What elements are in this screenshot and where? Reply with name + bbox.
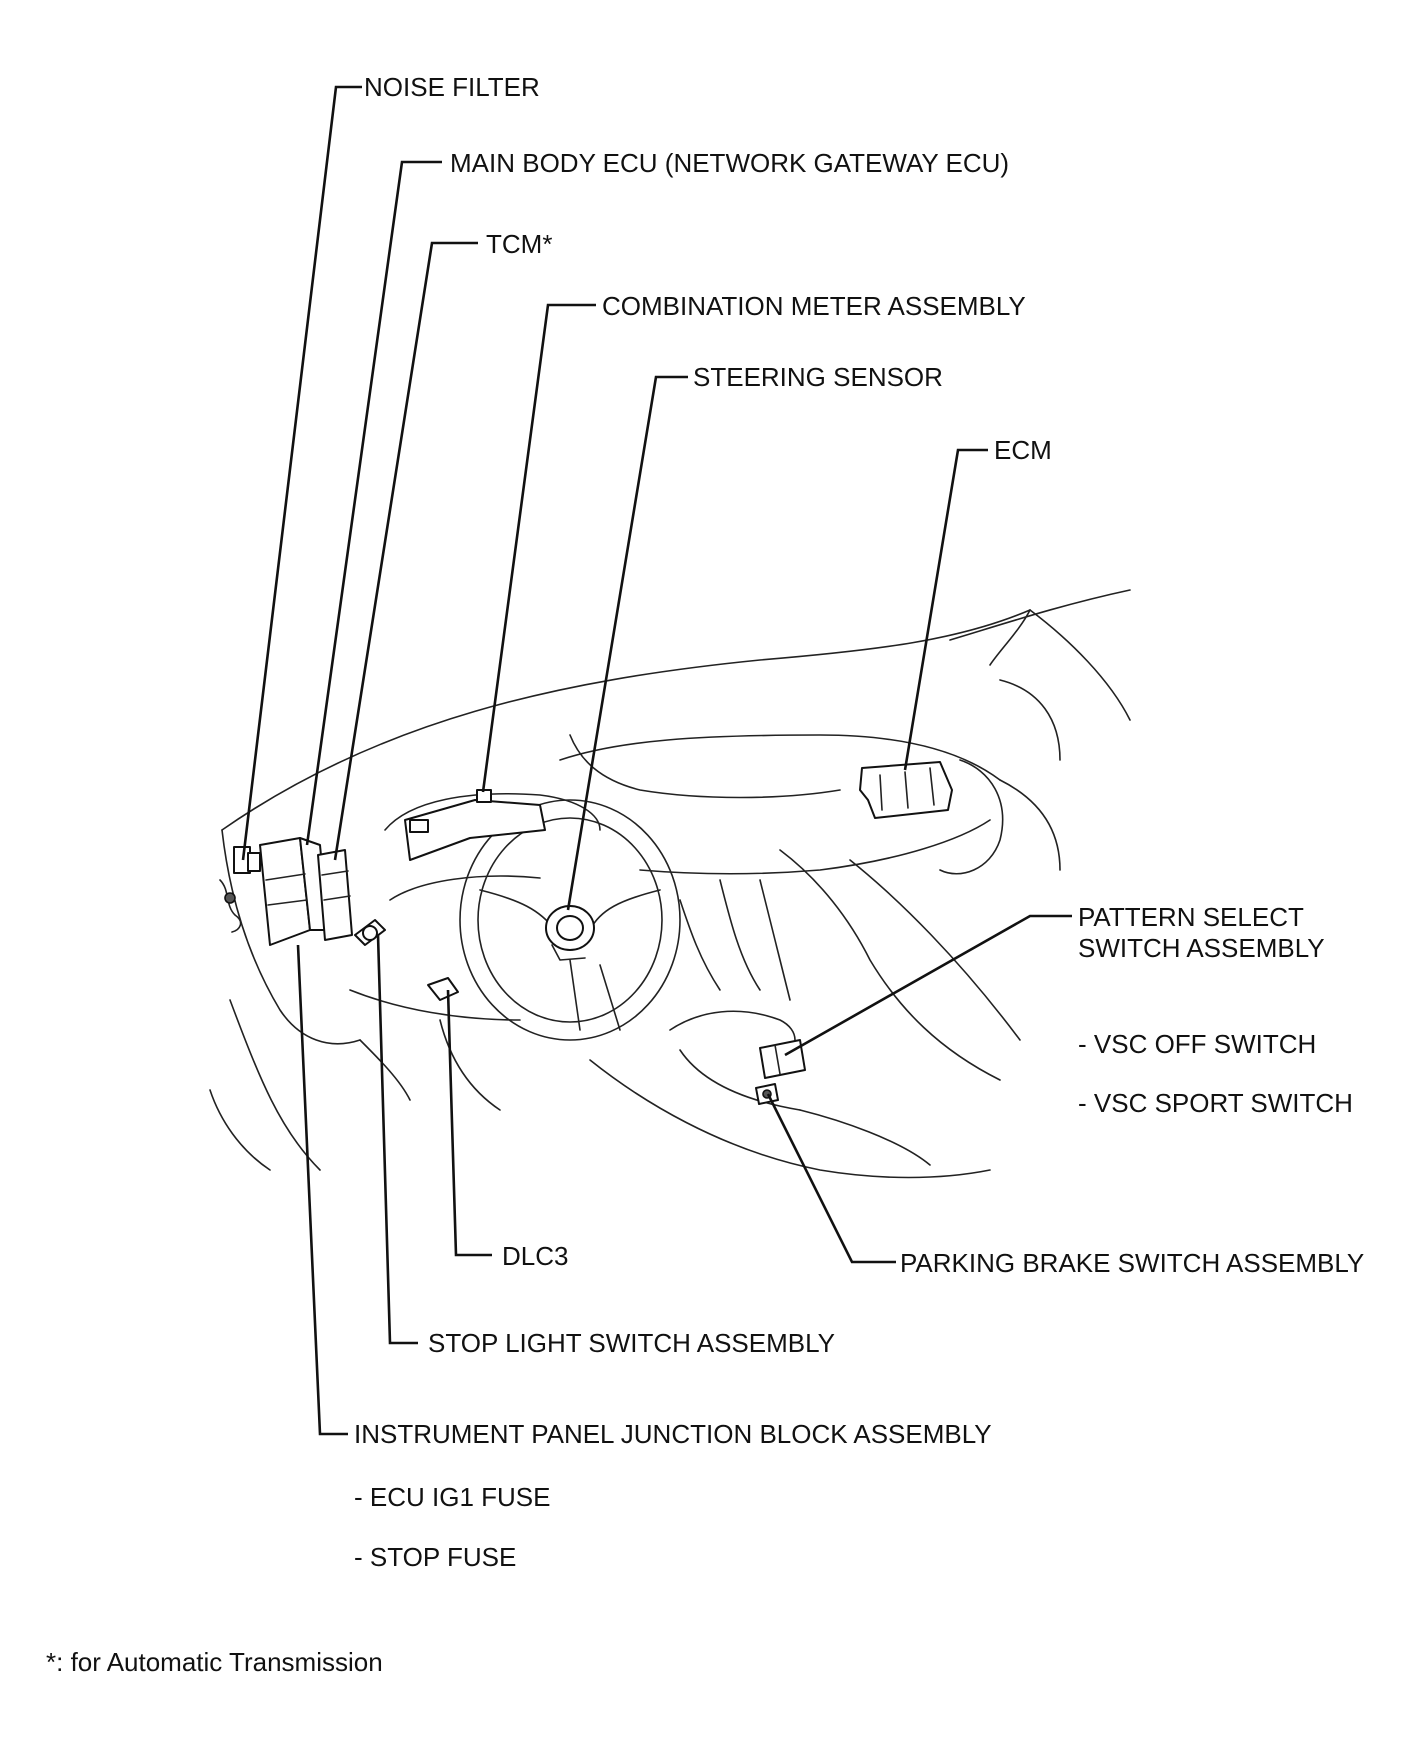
noise-filter-part	[219, 846, 261, 933]
leader-combination-meter	[481, 303, 596, 793]
label-noise-filter: NOISE FILTER	[364, 72, 540, 102]
parking-brake-switch-part	[755, 1083, 779, 1105]
label-main-body-ecu: MAIN BODY ECU (NETWORK GATEWAY ECU)	[450, 148, 1009, 178]
vehicle-interior-drawing	[209, 589, 1131, 1179]
leader-ecm	[903, 448, 988, 771]
label-combination-meter: COMBINATION METER ASSEMBLY	[602, 291, 1026, 321]
stop-light-switch-part	[354, 919, 386, 946]
combination-meter-part	[404, 789, 546, 861]
leader-main-body-ecu	[305, 160, 442, 846]
leader-pattern-select	[784, 914, 1072, 1057]
label-vsc-sport: - VSC SPORT SWITCH	[1078, 1088, 1353, 1118]
leader-lines	[241, 85, 1072, 1436]
ecm-part	[859, 761, 953, 819]
label-tcm: TCM*	[486, 229, 552, 259]
tcm-part	[317, 849, 353, 941]
label-steering-sensor: STEERING SENSOR	[693, 362, 943, 392]
leader-steering-sensor	[566, 375, 688, 911]
leader-noise-filter	[241, 85, 362, 861]
pattern-select-switch-part	[759, 1039, 806, 1079]
leader-tcm	[333, 241, 478, 861]
steering-sensor-part	[545, 905, 595, 961]
dlc3-part	[427, 977, 459, 1001]
label-pattern-select-line2: SWITCH ASSEMBLY	[1078, 933, 1325, 963]
footnote: *: for Automatic Transmission	[46, 1647, 383, 1677]
label-pattern-select-line1: PATTERN SELECT	[1078, 902, 1304, 932]
label-dlc3: DLC3	[502, 1241, 568, 1271]
leader-dlc3	[446, 989, 492, 1257]
label-parking-brake: PARKING BRAKE SWITCH ASSEMBLY	[900, 1248, 1364, 1278]
components	[219, 761, 953, 1105]
label-stop-light: STOP LIGHT SWITCH ASSEMBLY	[428, 1328, 835, 1358]
label-ecm: ECM	[994, 435, 1052, 465]
leader-junction-block	[296, 944, 348, 1436]
main-body-ecu-part	[259, 837, 329, 946]
callout-labels: NOISE FILTER MAIN BODY ECU (NETWORK GATE…	[46, 72, 1364, 1677]
label-junction-block: INSTRUMENT PANEL JUNCTION BLOCK ASSEMBLY	[354, 1419, 992, 1449]
label-ecu-ig1-fuse: - ECU IG1 FUSE	[354, 1482, 550, 1512]
leader-stop-light	[376, 934, 418, 1345]
label-vsc-off: - VSC OFF SWITCH	[1078, 1029, 1316, 1059]
leader-parking-brake	[766, 1093, 896, 1264]
label-stop-fuse: - STOP FUSE	[354, 1542, 516, 1572]
